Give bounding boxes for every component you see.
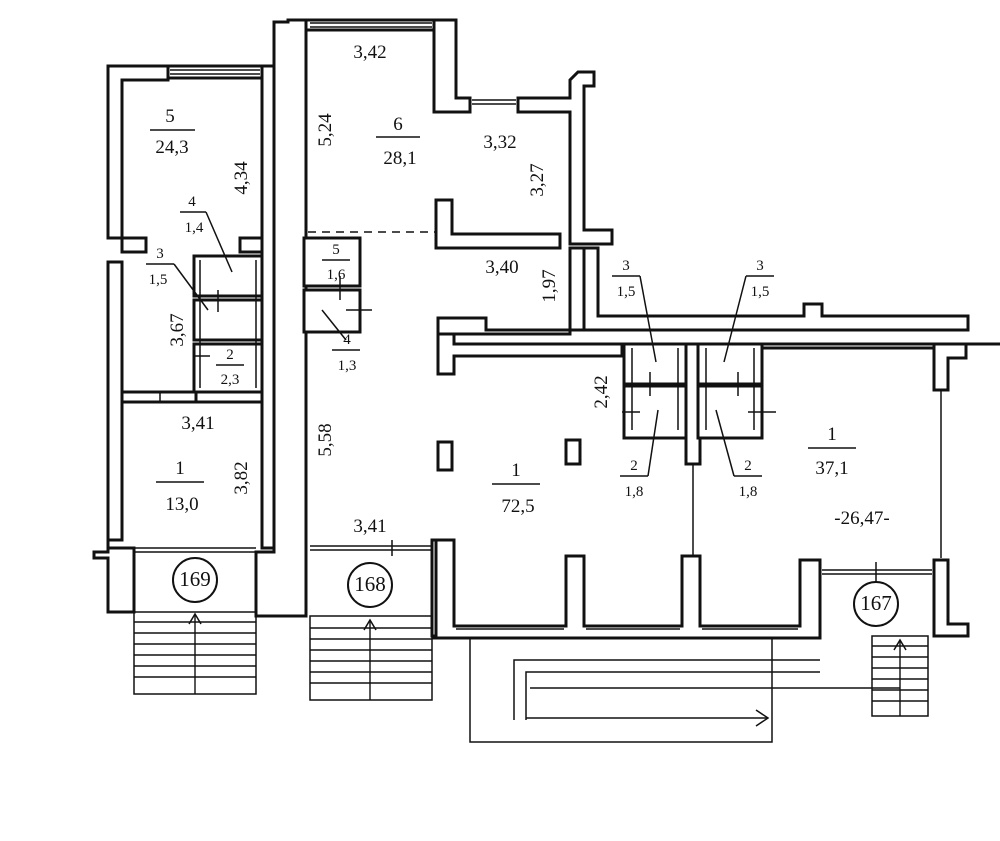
- room-label: 1 37,1: [808, 424, 856, 479]
- room-label: 2 1,8: [715, 409, 762, 500]
- room-label: 4 1,4: [180, 194, 233, 273]
- window: [472, 99, 516, 105]
- svg-text:2,3: 2,3: [221, 372, 240, 388]
- unit-169-top-wall: [166, 64, 264, 80]
- stairs-168: [309, 615, 433, 701]
- room-label: 6 28,1: [376, 114, 420, 169]
- unit-167: 167 3 1,5 2 1,8 1 37,1 -26,47-: [696, 258, 1000, 717]
- svg-text:4: 4: [188, 194, 196, 210]
- svg-text:24,3: 24,3: [155, 137, 188, 158]
- window: [310, 22, 432, 28]
- unit-169-outer-wall-lower: [92, 260, 136, 614]
- unit-169-partition-upper-r: [238, 236, 264, 254]
- unit-168-wall: [516, 70, 614, 246]
- room-label: 3 1,5: [612, 258, 657, 363]
- dimension: 2,42: [591, 375, 612, 408]
- unit-167-bottom-wall: [932, 558, 970, 638]
- room-label: 2 1,8: [620, 409, 659, 500]
- svg-text:2: 2: [630, 458, 638, 474]
- unit-169-right-wall: [260, 64, 276, 550]
- pillar: [436, 440, 454, 472]
- svg-text:1,4: 1,4: [185, 220, 204, 236]
- unit-number: 168: [354, 572, 386, 596]
- dimension: 3,82: [231, 461, 252, 494]
- unit-169-partition-lower: [120, 390, 198, 404]
- ramp: [469, 637, 900, 743]
- unit-number-circle: [347, 562, 393, 608]
- room-label: 1 72,5: [492, 460, 540, 517]
- wc-4: [302, 288, 362, 334]
- svg-text:1,5: 1,5: [149, 272, 168, 288]
- dimension: 3,40: [485, 257, 518, 278]
- svg-text:13,0: 13,0: [165, 494, 198, 515]
- dimension: 5,58: [315, 423, 336, 456]
- unit-168-wall: [434, 198, 562, 250]
- svg-text:28,1: 28,1: [383, 148, 416, 169]
- svg-text:5: 5: [332, 242, 340, 258]
- stairs-169: [133, 611, 257, 695]
- svg-text:1,8: 1,8: [625, 484, 644, 500]
- window: [170, 69, 260, 75]
- svg-text:1,6: 1,6: [327, 267, 346, 283]
- wc-5: [302, 236, 362, 288]
- svg-text:1,8: 1,8: [739, 484, 758, 500]
- wc-3: [622, 342, 688, 386]
- svg-text:1,5: 1,5: [617, 284, 636, 300]
- unit-168-bottom-wall: [432, 538, 822, 640]
- svg-text:37,1: 37,1: [815, 458, 848, 479]
- dimension: 3,41: [353, 516, 386, 537]
- wc-2: [192, 342, 264, 394]
- room-label: 5 24,3: [150, 106, 195, 158]
- svg-text:3: 3: [156, 246, 164, 262]
- room-label: 1 13,0: [156, 458, 204, 515]
- svg-text:1: 1: [827, 424, 837, 445]
- dimension: 3,27: [527, 163, 548, 196]
- dimension: 3,42: [353, 42, 386, 63]
- unit-168-wall: [582, 246, 970, 332]
- wc-3: [696, 342, 764, 386]
- unit-168: 168 6 28,1 5 1,6 4 1,3 1: [302, 18, 970, 743]
- svg-text:1: 1: [175, 458, 185, 479]
- svg-text:1: 1: [511, 460, 521, 481]
- unit-169-partition-upper: [120, 236, 148, 254]
- dimension: 3,41: [181, 413, 214, 434]
- unit-168-wall: [436, 332, 624, 376]
- room-label: 3 1,5: [723, 258, 774, 363]
- unit-167-right-wall: [932, 342, 1000, 392]
- room-label: 3 1,5: [146, 246, 209, 311]
- svg-text:4: 4: [343, 332, 351, 348]
- room-label: 2 2,3: [216, 347, 244, 388]
- svg-text:2: 2: [226, 347, 234, 363]
- unit-167-top-wall: [760, 342, 936, 350]
- unit-169: 169 5 24,3 4 1,4 3 1,5 2 2,3 1 13,0: [92, 18, 308, 695]
- svg-text:1,5: 1,5: [751, 284, 770, 300]
- svg-text:3: 3: [756, 258, 764, 274]
- unit-number: 169: [179, 567, 211, 591]
- room-label: 5 1,6: [322, 242, 350, 283]
- dimension: 5,24: [315, 113, 336, 147]
- unit-number-circle: [853, 581, 899, 627]
- dimension: 3,32: [483, 132, 516, 153]
- stairs-167: [871, 635, 929, 717]
- unit-number-circle: [172, 557, 218, 603]
- svg-text:1,3: 1,3: [338, 358, 357, 374]
- corridor-wall: [254, 18, 308, 618]
- dimension: 1,97: [539, 269, 560, 302]
- svg-text:72,5: 72,5: [501, 496, 534, 517]
- dimension: 3,67: [167, 313, 188, 346]
- svg-text:5: 5: [165, 106, 175, 127]
- svg-text:2: 2: [744, 458, 752, 474]
- unit-168-wall: [432, 18, 472, 114]
- entrance: [822, 562, 932, 582]
- dimension: -26,47-: [834, 508, 889, 529]
- dimension: 4,34: [231, 161, 252, 195]
- svg-text:3: 3: [622, 258, 630, 274]
- unit-number: 167: [860, 591, 892, 615]
- pillar: [564, 438, 582, 466]
- unit-168-entrance-wall: [430, 538, 438, 638]
- room-label: 4 1,3: [321, 309, 360, 374]
- svg-text:6: 6: [393, 114, 403, 135]
